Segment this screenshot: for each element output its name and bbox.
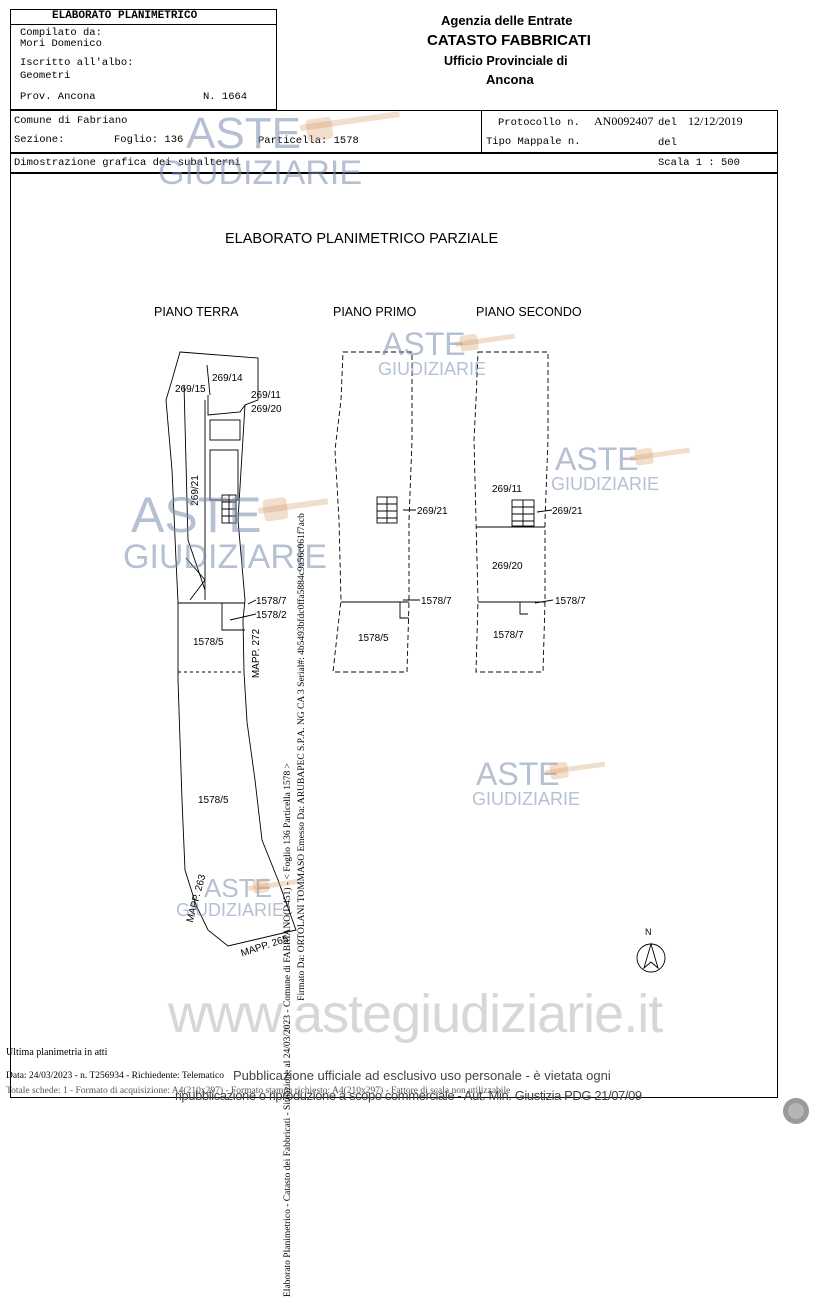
seal-icon — [783, 1098, 809, 1124]
catasto-title: CATASTO FABBRICATI — [427, 32, 591, 49]
footer-data-line: Data: 24/03/2023 - n. T256934 - Richiede… — [6, 1071, 224, 1081]
agency-name: Agenzia delle Entrate — [441, 13, 573, 28]
watermark-6: ASTE GIUDIZIARIE — [176, 873, 285, 920]
tipo-del: del — [658, 137, 677, 149]
label-p1-1578-7: 1578/7 — [421, 596, 452, 607]
ufficio-label: Ufficio Provinciale di — [444, 54, 568, 68]
numero-label: N. 1664 — [203, 91, 248, 103]
ground-floor-wall-f — [206, 364, 211, 396]
protocollo-del: del — [658, 117, 677, 129]
header-left-box — [10, 9, 277, 110]
label-g-1578-5-b: 1578/5 — [198, 795, 229, 806]
ultima-planimetria: Ultima planimetria in atti — [6, 1047, 108, 1058]
info-box — [10, 110, 778, 153]
publication-notice-1: Pubblicazione ufficiale ad esclusivo uso… — [233, 1068, 611, 1083]
particella-label: Particella: 1578 — [258, 135, 359, 147]
label-g-269-20: 269/20 — [251, 404, 282, 415]
protocollo-date: 12/12/2019 — [688, 114, 743, 128]
ground-floor-room-a — [209, 419, 241, 441]
website-watermark: www.astegiudiziarie.it — [168, 984, 663, 1044]
ground-floor-outline — [165, 351, 297, 947]
drawing-title: ELABORATO PLANIMETRICO PARZIALE — [225, 231, 499, 247]
watermark-2: ASTE GIUDIZIARIE — [378, 326, 487, 379]
second-floor-wall-c — [519, 602, 528, 615]
side-note-2: Firmato Da: ORTOLANI TOMMASO Emesso Da: … — [297, 513, 307, 1001]
label-p2-1578-7-a: 1578/7 — [555, 596, 586, 607]
watermark-4: ASTE GIUDIZIARIE — [123, 487, 328, 576]
label-g-1578-5: 1578/5 — [193, 637, 224, 648]
north-arrow — [643, 942, 659, 970]
ground-floor-wall-g — [221, 603, 245, 631]
ground-floor-room-b — [209, 449, 239, 501]
label-g-269-14: 269/14 — [212, 373, 243, 384]
label-p2-269-11: 269/11 — [492, 484, 522, 495]
ground-floor-stairs-detail — [222, 495, 236, 523]
label-g-1578-7: 1578/7 — [256, 596, 287, 607]
iscritto-label: Iscritto all'albo: — [20, 57, 134, 69]
floor-ground-title: PIANO TERRA — [154, 305, 239, 319]
label-g-269-15: 269/15 — [175, 384, 206, 395]
watermark-1: ASTE GIUDIZIARIE — [158, 109, 363, 192]
watermark-3: ASTE GIUDIZIARIE — [551, 441, 660, 494]
ground-floor-wall-h — [185, 557, 206, 601]
sezione-label: Sezione: — [14, 134, 65, 146]
comune-label: Comune di Fabriano — [14, 115, 128, 127]
label-p2-1578-7-b: 1578/7 — [493, 630, 524, 641]
leader-lines — [229, 509, 554, 621]
label-p2-269-21: 269/21 — [552, 506, 583, 517]
foglio-label: Foglio: 136 — [114, 134, 184, 146]
label-p1-269-21: 269/21 — [417, 506, 448, 517]
first-floor-outline — [332, 351, 413, 673]
publication-notice-2: ripubblicazione o riproduzione a scopo c… — [175, 1088, 642, 1103]
label-p2-269-20: 269/20 — [492, 561, 523, 572]
label-p1-1578-5: 1578/5 — [358, 633, 389, 644]
ground-floor-wall-c — [207, 395, 246, 416]
first-floor-wall-b — [399, 602, 409, 619]
watermark-5: ASTE GIUDIZIARIE — [472, 756, 581, 809]
floor-second-title: PIANO SECONDO — [476, 305, 582, 319]
second-floor-stairs-detail — [512, 500, 534, 526]
floor-first-title: PIANO PRIMO — [333, 305, 417, 319]
header-title-divider — [10, 24, 277, 25]
label-g-269-11: 269/11 — [251, 390, 281, 401]
iscritto-value: Geometri — [20, 70, 71, 82]
info-divider-vertical — [481, 110, 482, 153]
prov-label: Prov. Ancona — [20, 91, 96, 103]
dimostrazione-box — [10, 153, 778, 173]
floor-plan-drawing — [165, 351, 666, 973]
watermark-gavels — [248, 111, 691, 894]
form-title: ELABORATO PLANIMETRICO — [52, 10, 198, 22]
compilato-label: Compilato da: — [20, 27, 102, 39]
tipo-mappale-label: Tipo Mappale n. — [486, 136, 581, 148]
dimostrazione-label: Dimostrazione grafica dei subalterni — [14, 157, 241, 169]
side-note-1: Elaborato Planimetrico - Catasto dei Fab… — [283, 762, 293, 1297]
protocollo-label: Protocollo n. — [498, 117, 580, 129]
ancona-label: Ancona — [486, 72, 534, 87]
north-label: N — [645, 927, 652, 937]
label-g-1578-2: 1578/2 — [256, 610, 287, 621]
protocollo-value: AN0092407 — [594, 114, 654, 128]
footer-totale-line: Totale schede: 1 - Formato di acquisizio… — [6, 1086, 511, 1096]
first-floor-stairs-detail — [377, 497, 397, 523]
drawing-frame — [10, 173, 778, 1098]
scala-label: Scala 1 : 500 — [658, 157, 740, 169]
compilato-value: Mori Domenico — [20, 38, 102, 50]
